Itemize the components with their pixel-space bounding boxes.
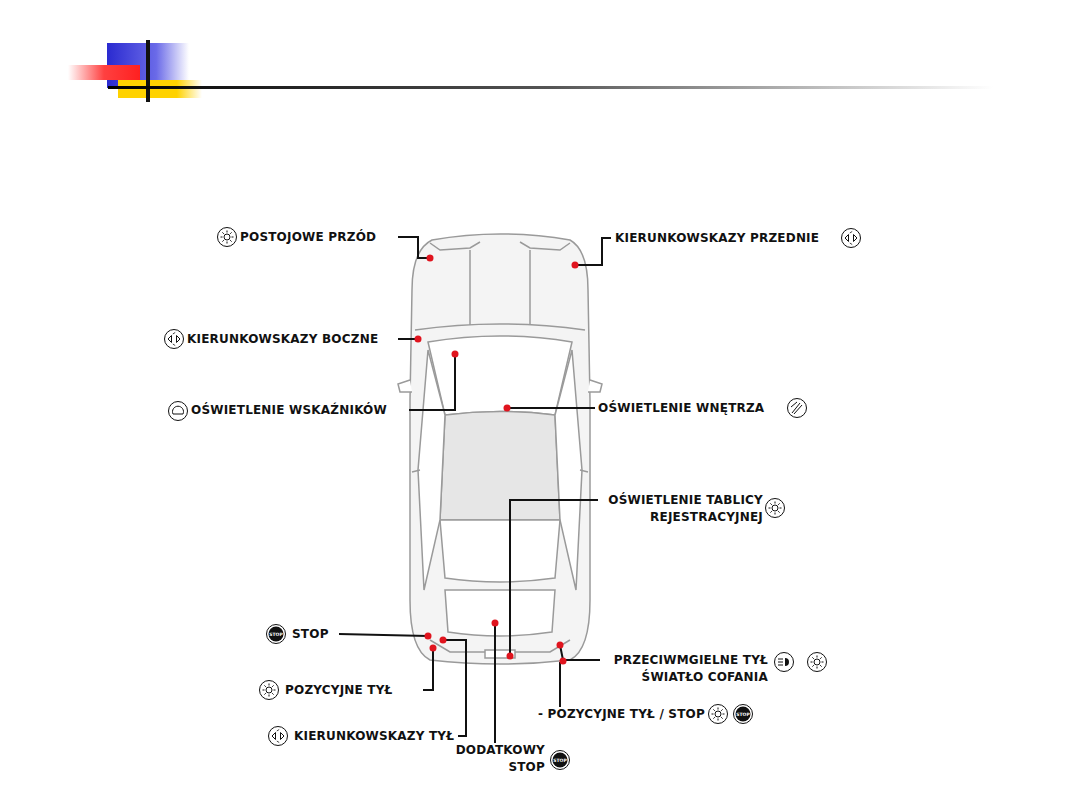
light-label: POSTOJOWE PRZÓD [240,229,376,246]
light-label: KIERUNKOWSKAZY TYŁ [294,728,454,745]
light-label: OŚWIETLENIE TABLICY REJESTRACYJNEJ [588,492,763,526]
light-label: - POZYCYJNE TYŁ / STOP [538,706,705,723]
light-label: STOP [292,626,329,643]
icon-text: STOP [553,758,566,763]
light-label: ŚWIATŁO COFANIA [642,669,768,686]
light-label: POZYCYJNE TYŁ [285,682,393,699]
icon-text: STOP [269,632,282,637]
light-label: KIERUNKOWSKAZY BOCZNE [187,331,378,348]
icon-text: STOP [736,712,749,717]
light-label: PRZECIWMGIELNE TYŁ [614,652,768,669]
light-label: OŚWIETLENIE WNĘTRZA [598,400,764,417]
light-label: OŚWIETLENIE WSKAŹNIKÓW [191,402,387,419]
light-label: KIERUNKOWSKAZY PRZEDNIE [615,230,819,247]
light-label: DODATKOWY STOP [455,742,545,776]
